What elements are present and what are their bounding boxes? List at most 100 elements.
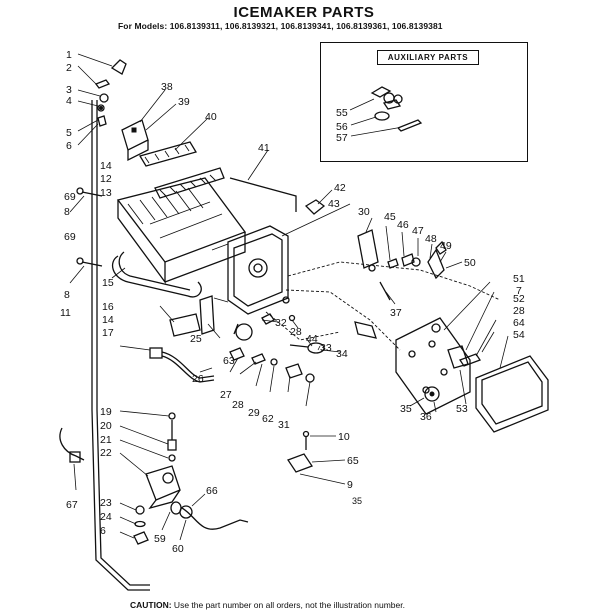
label-40: 40	[205, 111, 217, 123]
label-23: 23	[100, 497, 112, 509]
wiring-harness	[265, 261, 501, 351]
label-51: 51	[513, 273, 525, 285]
caution-prefix: CAUTION:	[130, 600, 172, 610]
label-27: 27	[220, 389, 232, 401]
label-21: 21	[100, 434, 112, 446]
label-10: 10	[338, 431, 350, 443]
label-31: 31	[278, 419, 290, 431]
gear-35-36	[409, 386, 440, 413]
water-valve-assembly	[119, 410, 249, 545]
label-8a: 8	[64, 206, 70, 218]
label-3: 3	[66, 84, 72, 96]
label-7: 7	[516, 285, 522, 297]
label-35a: 35	[400, 403, 412, 415]
caution-note: CAUTION: Use the part number on all orde…	[130, 600, 405, 610]
label-1: 1	[66, 49, 72, 61]
label-9: 9	[347, 479, 353, 491]
power-cord	[119, 345, 215, 383]
label-50: 50	[464, 257, 476, 269]
label-49: 49	[440, 240, 452, 252]
label-17: 17	[102, 327, 114, 339]
center-small-parts	[287, 430, 346, 485]
label-69b: 69	[64, 231, 76, 243]
label-43: 43	[328, 198, 340, 210]
label-52: 52	[513, 293, 525, 305]
label-26: 26	[192, 373, 204, 385]
label-24: 24	[100, 511, 112, 523]
label-11: 11	[60, 307, 71, 319]
fill-tube-rod	[91, 100, 150, 591]
label-22: 22	[100, 447, 112, 459]
label-57: 57	[336, 132, 348, 144]
label-19: 19	[100, 406, 112, 418]
label-14b: 14	[102, 314, 114, 326]
label-59: 59	[154, 533, 166, 545]
label-55: 55	[336, 107, 348, 119]
bracket-38-39	[121, 89, 177, 162]
label-39: 39	[178, 96, 190, 108]
motor-housing	[211, 203, 351, 315]
label-63: 63	[223, 355, 235, 367]
aux-part-55	[349, 86, 403, 111]
label-14a: 14	[100, 160, 112, 172]
label-15: 15	[102, 277, 114, 289]
label-54: 54	[513, 329, 525, 341]
clip-42	[304, 189, 333, 215]
label-5: 5	[66, 127, 72, 139]
label-12: 12	[100, 173, 112, 185]
part-labels: 1 2 3 4 5 6 69 8 69 8 11 38 39 40 41 14 …	[60, 49, 525, 555]
label-28c: 28	[232, 399, 244, 411]
label-56: 56	[336, 121, 348, 133]
wire-harness-67	[59, 427, 85, 491]
valve-linkage-parts	[229, 347, 315, 407]
label-64: 64	[513, 317, 525, 329]
label-36: 36	[420, 411, 432, 423]
aux-part-56	[350, 111, 390, 126]
mounting-hardware-top	[77, 53, 127, 146]
shutoff-arm	[229, 149, 297, 212]
label-29: 29	[248, 407, 260, 419]
label-47: 47	[412, 225, 424, 237]
auxiliary-parts-label: AUXILIARY PARTS	[377, 50, 479, 65]
aux-part-57	[350, 119, 423, 137]
label-62: 62	[262, 413, 274, 425]
label-30: 30	[358, 206, 370, 218]
label-16: 16	[102, 301, 114, 313]
label-69a: 69	[64, 191, 76, 203]
label-65: 65	[347, 455, 359, 467]
screws-69-8	[69, 187, 103, 284]
label-6b: 6	[100, 525, 106, 537]
caution-text: Use the part number on all orders, not t…	[171, 600, 405, 610]
label-48: 48	[425, 233, 437, 245]
label-66: 66	[206, 485, 218, 497]
heater-element	[111, 251, 202, 298]
label-53: 53	[456, 403, 468, 415]
label-41: 41	[258, 142, 270, 154]
label-44: 44	[306, 333, 318, 345]
control-plate	[395, 281, 497, 415]
label-60: 60	[172, 543, 184, 555]
model-list: For Models: 106.8139311, 106.8139321, 10…	[118, 21, 443, 31]
switch-parts-row	[357, 217, 463, 305]
label-38: 38	[161, 81, 173, 93]
label-4: 4	[66, 95, 72, 107]
label-25: 25	[190, 333, 202, 345]
label-28b: 28	[513, 305, 525, 317]
label-35b: 35	[352, 496, 362, 506]
label-67: 67	[66, 499, 78, 511]
label-46: 46	[397, 219, 409, 231]
page-title: ICEMAKER PARTS	[233, 4, 375, 21]
label-6: 6	[66, 140, 72, 152]
ice-mold-assembly	[116, 141, 247, 284]
ejector-strip	[174, 117, 209, 151]
label-28a: 28	[290, 326, 302, 338]
label-13: 13	[100, 187, 112, 199]
label-37: 37	[390, 307, 402, 319]
mid-components	[159, 295, 377, 354]
label-45: 45	[384, 211, 396, 223]
label-32: 32	[275, 317, 287, 329]
housing-cover	[475, 335, 549, 433]
label-33: 33	[320, 342, 332, 354]
label-20: 20	[100, 420, 112, 432]
